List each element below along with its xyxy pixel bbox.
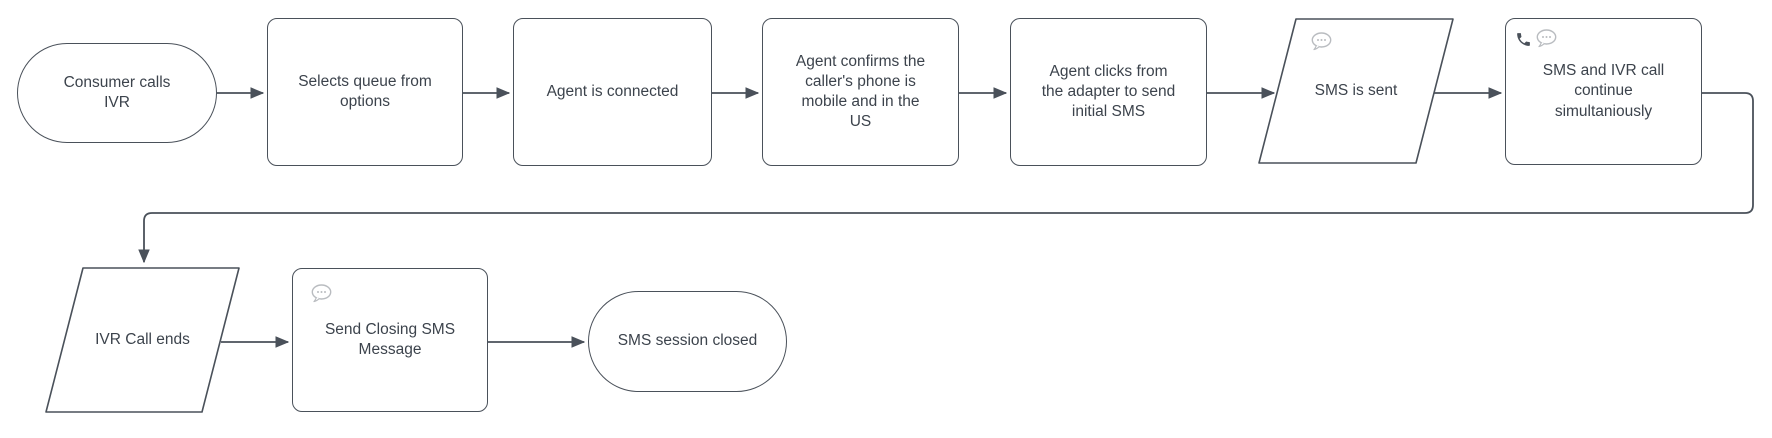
node-sms-closed: SMS session closed (588, 291, 787, 392)
node-select-queue-label: Selects queue from options (298, 72, 432, 110)
sms-bubble-icon (311, 284, 332, 303)
node-select-queue: Selects queue from options (267, 18, 463, 166)
node-click-adapter: Agent clicks from the adapter to send in… (1010, 18, 1207, 166)
node-agent-connected: Agent is connected (513, 18, 712, 166)
node-start-label: Consumer calls IVR (63, 73, 171, 111)
parallelogram-shape (1258, 18, 1454, 164)
connector-sms-ivr-continue-to-ivr-ends (144, 92, 1754, 262)
node-ivr-ends: IVR Call ends (45, 267, 240, 413)
node-confirm-mobile-label: Agent confirms the caller's phone is mob… (795, 52, 926, 131)
node-sms-sent-label: SMS is sent (1314, 81, 1398, 99)
node-agent-connected-label: Agent is connected (546, 82, 679, 100)
node-click-adapter-label: Agent clicks from the adapter to send in… (1041, 62, 1176, 121)
phone-icon (1517, 33, 1530, 46)
node-ivr-ends-label: IVR Call ends (95, 330, 190, 348)
node-sms-ivr-continue: SMS and IVR call continue simultaniously (1505, 18, 1702, 165)
node-sms-closed-label: SMS session closed (617, 332, 758, 350)
parallelogram-shape (45, 267, 240, 413)
node-sms-sent: SMS is sent (1258, 18, 1454, 164)
node-closing-sms: Send Closing SMS Message (292, 268, 488, 412)
sms-bubble-icon (1536, 29, 1557, 48)
node-closing-sms-label: Send Closing SMS Message (324, 320, 456, 358)
node-start: Consumer calls IVR (17, 43, 217, 143)
sms-bubble-icon (1311, 32, 1332, 51)
node-sms-ivr-continue-label: SMS and IVR call continue simultaniously (1542, 62, 1665, 120)
node-confirm-mobile: Agent confirms the caller's phone is mob… (762, 18, 959, 166)
